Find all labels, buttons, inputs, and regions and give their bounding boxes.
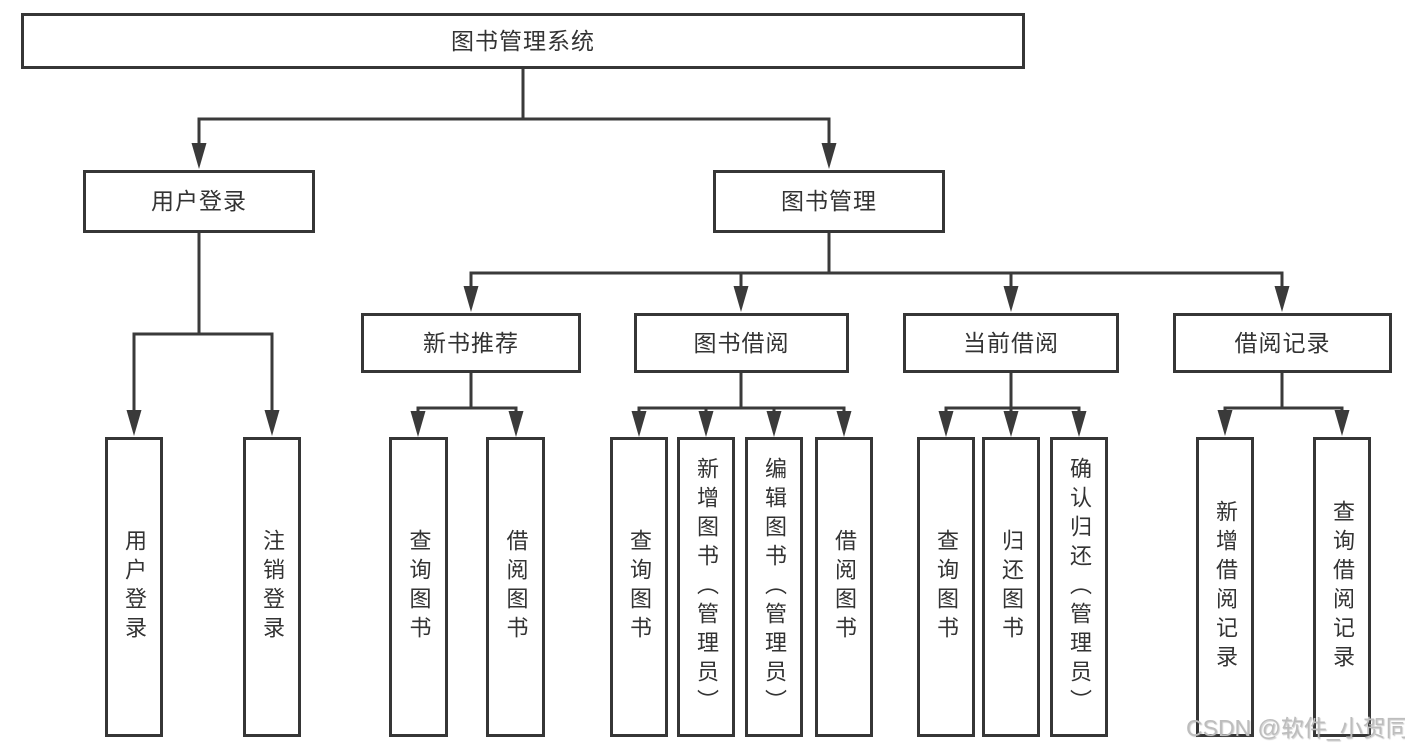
csdn-watermark: CSDN @软件_小贺同学 — [1186, 715, 1405, 741]
arrowhead-icons — [126, 143, 1350, 437]
leaf-user-login: 用户登录 — [105, 437, 163, 737]
leaf-cb-query-book: 查询图书 — [917, 437, 975, 737]
leaf-br-query-record: 查询借阅记录 — [1313, 437, 1371, 737]
node-book-borrowing: 图书借阅 — [634, 313, 849, 373]
leaf-bb-borrow-book: 借阅图书 — [815, 437, 873, 737]
node-user-login: 用户登录 — [83, 170, 315, 233]
node-root-library-system: 图书管理系统 — [21, 13, 1025, 69]
leaf-bb-query-book: 查询图书 — [610, 437, 668, 737]
leaf-br-add-record: 新增借阅记录 — [1196, 437, 1254, 737]
leaf-logout: 注销登录 — [243, 437, 301, 737]
node-book-management: 图书管理 — [713, 170, 945, 233]
node-current-borrowing: 当前借阅 — [903, 313, 1119, 373]
leaf-nbr-query-book: 查询图书 — [389, 437, 448, 737]
leaf-cb-return-book: 归还图书 — [982, 437, 1040, 737]
leaf-nbr-borrow-book: 借阅图书 — [486, 437, 545, 737]
node-new-book-recommend: 新书推荐 — [361, 313, 581, 373]
leaf-bb-edit-book-admin: 编辑图书（管理员） — [745, 437, 803, 737]
leaf-cb-confirm-return-admin: 确认归还（管理员） — [1050, 437, 1108, 737]
node-borrowing-records: 借阅记录 — [1173, 313, 1392, 373]
leaf-bb-add-book-admin: 新增图书（管理员） — [677, 437, 735, 737]
